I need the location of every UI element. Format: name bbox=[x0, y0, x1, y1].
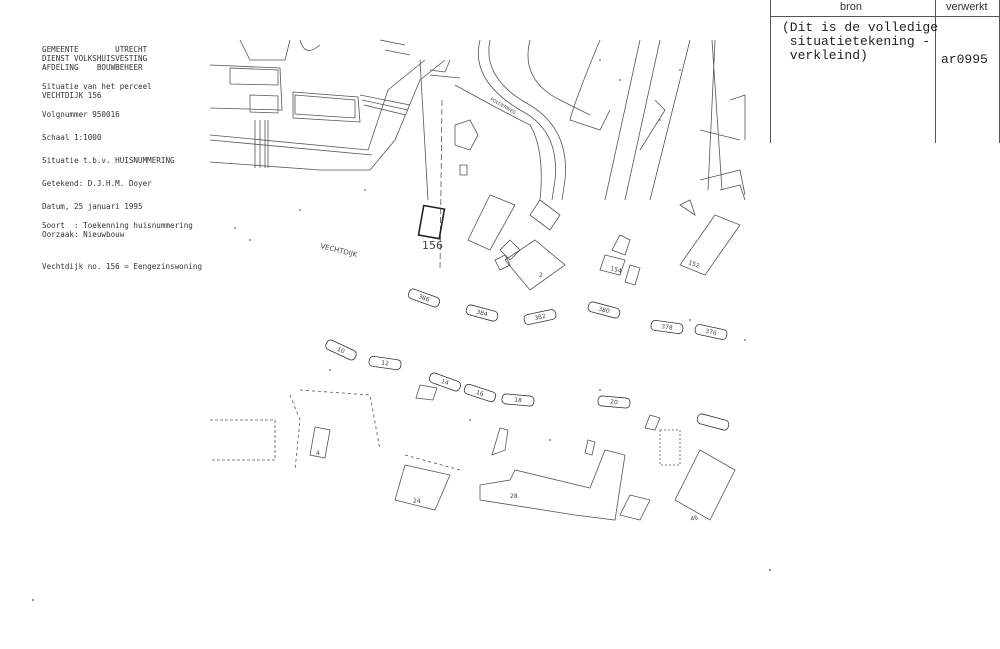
street-label-vechtdijk: VECHTDIJK bbox=[320, 242, 359, 259]
map-linework-south bbox=[210, 384, 736, 521]
building-label: 28 bbox=[510, 493, 518, 500]
building-label: 154 bbox=[609, 265, 622, 275]
verwerkt-code: ar0995 bbox=[941, 52, 988, 67]
svg-text:20: 20 bbox=[610, 399, 618, 407]
house-number-badge: 380 bbox=[587, 301, 621, 319]
house-number-badge: 386 bbox=[407, 288, 441, 308]
building-label: 24 bbox=[413, 498, 421, 505]
svg-text:12: 12 bbox=[381, 359, 390, 367]
municipality: GEMEENTE UTRECHT bbox=[42, 45, 148, 54]
source-table: bron verwerkt (Dit is de volledige situa… bbox=[770, 0, 1000, 143]
map-linework-north bbox=[209, 39, 461, 171]
svg-text:16: 16 bbox=[475, 389, 485, 398]
svg-text:14: 14 bbox=[440, 378, 450, 387]
plot-address: VECHTDIJK 156 bbox=[42, 91, 102, 100]
description: Vechtdijk no. 156 = Eengezinswoning bbox=[42, 262, 203, 271]
house-number-badge: 378 bbox=[650, 319, 684, 335]
scale: Schaal 1:1000 bbox=[42, 133, 102, 142]
plot-number-label: 156 bbox=[422, 239, 443, 252]
svg-text:384: 384 bbox=[475, 309, 488, 319]
sequence-number: Volgnummer 950016 bbox=[42, 110, 120, 119]
map-buildings bbox=[419, 59, 746, 291]
house-number-badge: 16 bbox=[463, 383, 497, 403]
situation-label: Situatie van het perceel bbox=[42, 82, 152, 91]
cause: Oorzaak: Nieuwbouw bbox=[42, 230, 125, 239]
map-survey-dots bbox=[32, 59, 771, 601]
department: DIENST VOLKSHUISVESTING bbox=[42, 54, 148, 63]
header-verwerkt: verwerkt bbox=[946, 1, 988, 13]
svg-text:386: 386 bbox=[417, 293, 430, 304]
svg-text:378: 378 bbox=[661, 323, 673, 332]
header-bron: bron bbox=[840, 1, 863, 13]
building-label: 2 bbox=[539, 272, 543, 279]
svg-text:10: 10 bbox=[336, 346, 346, 356]
street-label-polderweg: POLDERWEG bbox=[489, 97, 517, 117]
division: AFDELING BOUWBEHEER bbox=[42, 63, 143, 72]
type: Soort : Toekenning huisnummering bbox=[42, 221, 193, 230]
svg-text:18: 18 bbox=[514, 397, 522, 405]
house-number-badge bbox=[696, 413, 730, 431]
house-number-badge: 12 bbox=[368, 355, 402, 371]
drawing-info-block: GEMEENTE UTRECHT DIENST VOLKSHUISVESTING… bbox=[42, 45, 202, 271]
map-road-polderweg bbox=[454, 39, 746, 201]
situation-purpose: Situatie t.b.v. HUISNUMMERING bbox=[42, 156, 175, 165]
house-number-badge: 20 bbox=[597, 395, 631, 409]
building-label: 46 bbox=[690, 514, 699, 523]
house-number-badges: 386 384 382 380 378 376 10 12 14 16 18 2… bbox=[325, 288, 730, 431]
svg-text:382: 382 bbox=[534, 313, 547, 322]
svg-text:380: 380 bbox=[597, 306, 610, 316]
house-number-badge: 14 bbox=[428, 372, 462, 392]
building-label: 4 bbox=[316, 450, 320, 457]
bron-note: (Dit is de volledige situatietekening - … bbox=[782, 20, 939, 63]
house-number-badge: 10 bbox=[325, 339, 357, 361]
drawn-by: Getekend: D.J.H.M. Doyer bbox=[42, 179, 152, 188]
svg-text:376: 376 bbox=[705, 328, 718, 337]
date: Datum, 25 januari 1995 bbox=[42, 202, 143, 211]
house-number-badge: 384 bbox=[465, 304, 499, 322]
building-label: 152 bbox=[687, 259, 700, 270]
house-number-badge: 18 bbox=[501, 393, 535, 407]
plot-156-outline bbox=[417, 204, 446, 240]
house-number-badge: 376 bbox=[694, 324, 728, 340]
house-number-badge: 382 bbox=[523, 309, 557, 325]
